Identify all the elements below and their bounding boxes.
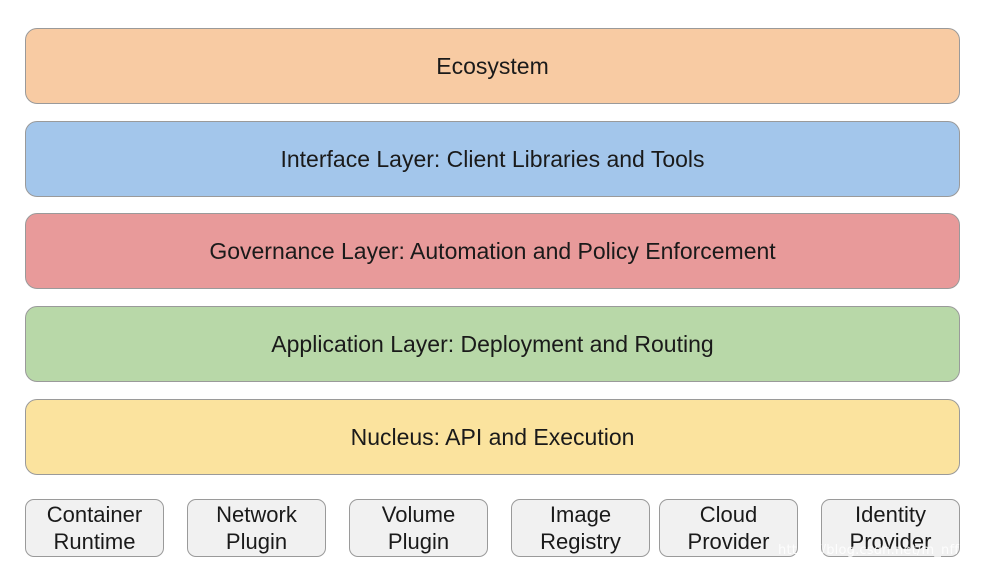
watermark-text: https://blog.csdn.net/m_nff <box>778 543 960 558</box>
plugin-label-line2: Plugin <box>225 529 288 554</box>
cloud-provider-box: Cloud Provider <box>659 499 798 557</box>
plugin-label-line1: Container <box>46 502 143 527</box>
plugin-label-line2: Runtime <box>53 529 136 554</box>
interface-layer: Interface Layer: Client Libraries and To… <box>25 121 960 197</box>
volume-plugin-box: Volume Plugin <box>349 499 488 557</box>
ecosystem-layer-label: Ecosystem <box>436 52 549 79</box>
plugin-label-line1: Identity <box>855 502 926 527</box>
nucleus-layer-label: Nucleus: API and Execution <box>350 423 635 450</box>
network-plugin-box: Network Plugin <box>187 499 326 557</box>
ecosystem-layer: Ecosystem <box>25 28 960 104</box>
plugin-label-line1: Cloud <box>699 502 758 527</box>
plugin-label-line1: Volume <box>381 502 456 527</box>
plugin-label-line2: Provider <box>849 529 932 554</box>
plugin-label-line2: Provider <box>687 529 770 554</box>
nucleus-layer: Nucleus: API and Execution <box>25 399 960 475</box>
container-runtime-box: Container Runtime <box>25 499 164 557</box>
governance-layer: Governance Layer: Automation and Policy … <box>25 213 960 289</box>
application-layer: Application Layer: Deployment and Routin… <box>25 306 960 382</box>
application-layer-label: Application Layer: Deployment and Routin… <box>271 330 714 357</box>
plugin-label-line2: Registry <box>540 529 621 554</box>
image-registry-box: Image Registry <box>511 499 650 557</box>
plugin-label-line2: Plugin <box>387 529 450 554</box>
governance-layer-label: Governance Layer: Automation and Policy … <box>209 237 776 264</box>
plugin-label-line1: Image <box>549 502 612 527</box>
interface-layer-label: Interface Layer: Client Libraries and To… <box>280 145 705 172</box>
plugin-label-line1: Network <box>216 502 297 527</box>
identity-provider-box: Identity Provider <box>821 499 960 557</box>
